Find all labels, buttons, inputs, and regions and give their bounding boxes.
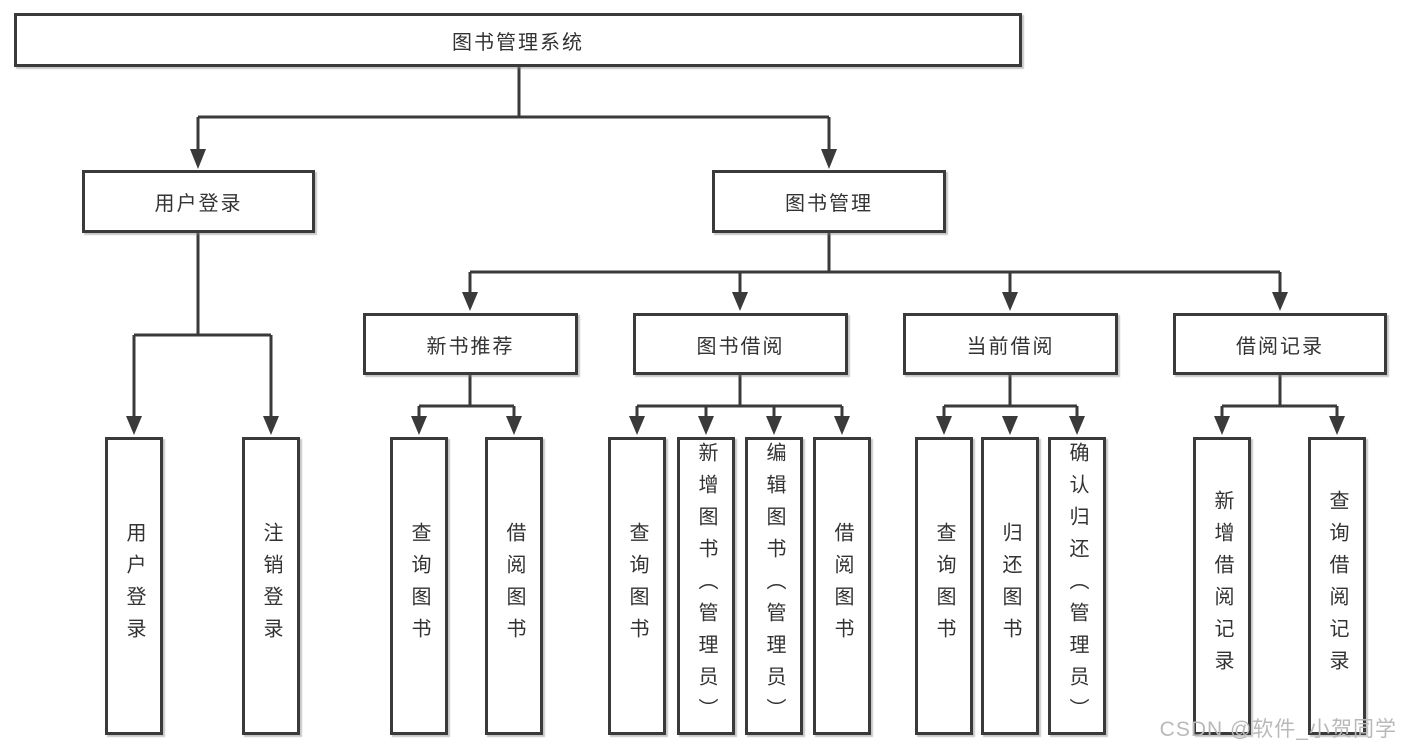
csdn-watermark: CSDN @软件_小贺同学 [1159, 718, 1397, 741]
leaf-borrow-books-borrowing: 借阅图书 [813, 437, 871, 735]
arrowhead-icon [263, 416, 279, 435]
arrowhead-icon [766, 416, 782, 435]
arrowhead-icon [126, 416, 142, 435]
node-library-management-system: 图书管理系统 [14, 13, 1022, 67]
arrowhead-icon [462, 292, 478, 311]
arrowhead-icon [1069, 416, 1085, 435]
node-borrowing-records: 借阅记录 [1173, 313, 1387, 375]
leaf-borrow-books-recommend: 借阅图书 [485, 437, 543, 735]
node-label: 新增借阅记录 [1211, 490, 1233, 682]
arrowhead-icon [1002, 416, 1018, 435]
connector-paths [132, 67, 1339, 418]
node-label: 借阅记录 [1236, 335, 1324, 358]
node-label: 注销登录 [260, 522, 282, 650]
arrowhead-icon [732, 292, 748, 311]
arrowhead-icon [629, 416, 645, 435]
node-label: 图书管理系统 [452, 31, 584, 54]
node-label: 用户登录 [154, 193, 243, 215]
leaf-query-borrow-record: 查询借阅记录 [1308, 437, 1366, 735]
node-label: 查询借阅记录 [1326, 490, 1348, 682]
leaf-query-books-current: 查询图书 [915, 437, 973, 735]
node-label: 确认归还（管理员） [1066, 442, 1088, 730]
node-label: 查询图书 [408, 522, 430, 650]
node-label: 图书借阅 [696, 335, 785, 358]
node-label: 查询图书 [626, 522, 648, 650]
node-label: 新书推荐 [426, 335, 515, 358]
leaf-logout: 注销登录 [242, 437, 300, 735]
node-new-book-recommendation: 新书推荐 [363, 313, 578, 375]
arrowhead-icon [190, 149, 206, 169]
node-label: 用户登录 [123, 522, 145, 650]
node-label: 新增图书（管理员） [695, 442, 717, 730]
leaf-return-books: 归还图书 [981, 437, 1039, 735]
node-label: 借阅图书 [831, 522, 853, 650]
arrowhead-icon [506, 416, 522, 435]
node-current-borrowing: 当前借阅 [903, 313, 1118, 375]
node-label: 查询图书 [933, 522, 955, 650]
node-label: 编辑图书（管理员） [763, 442, 785, 730]
node-book-management: 图书管理 [712, 170, 946, 233]
node-book-borrowing: 图书借阅 [633, 313, 848, 375]
node-label: 借阅图书 [503, 522, 525, 650]
arrowhead-icon [1272, 292, 1288, 311]
leaf-add-books-admin: 新增图书（管理员） [677, 437, 735, 735]
arrowhead-icon [698, 416, 714, 435]
leaf-user-login: 用户登录 [105, 437, 163, 735]
node-label: 图书管理 [785, 193, 873, 215]
leaf-edit-books-admin: 编辑图书（管理员） [745, 437, 803, 735]
arrowhead-icon [411, 416, 427, 435]
arrowhead-icon [1002, 292, 1018, 311]
arrowhead-icon [1214, 416, 1230, 435]
leaf-add-borrow-record: 新增借阅记录 [1193, 437, 1251, 735]
leaf-confirm-return-admin: 确认归还（管理员） [1048, 437, 1106, 735]
node-label: 当前借阅 [966, 335, 1055, 358]
leaf-query-books-recommend: 查询图书 [390, 437, 448, 735]
node-label: 归还图书 [999, 522, 1021, 650]
leaf-query-books-borrowing: 查询图书 [608, 437, 666, 735]
arrowhead-icons [126, 149, 1345, 435]
node-user-login: 用户登录 [82, 170, 315, 233]
arrowhead-icon [1329, 416, 1345, 435]
arrowhead-icon [936, 416, 952, 435]
arrowhead-icon [834, 416, 850, 435]
arrowhead-icon [821, 149, 837, 169]
